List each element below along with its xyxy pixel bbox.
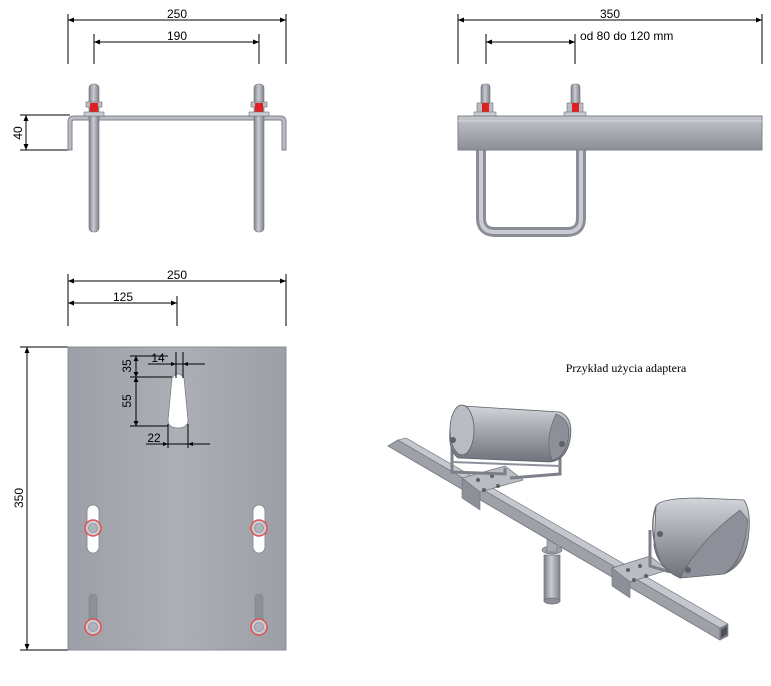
dim-front-bolt-spacing-label: 190 — [167, 29, 187, 43]
left-adapter-plate — [461, 465, 524, 511]
dim-side-length-label: 350 — [600, 7, 620, 21]
plate-view: 250 125 350 — [12, 268, 287, 651]
dim-plate-width — [67, 274, 287, 326]
dim-side-bolt-range — [485, 34, 576, 64]
side-right-nut — [572, 103, 579, 113]
dim-slot-top-label: 35 — [120, 359, 134, 373]
dim-slot-bottom-width-label: 22 — [147, 431, 161, 445]
dim-front-height-label: 40 — [11, 126, 25, 140]
dim-plate-width-label: 250 — [167, 268, 187, 282]
usage-example: Przykład użycia adaptera — [387, 361, 750, 641]
side-bar — [457, 115, 763, 151]
plate-bolt-lower-left — [84, 593, 102, 636]
front-right-bolt — [248, 83, 270, 233]
dim-slot-length-label: 55 — [120, 394, 134, 408]
support-pole — [541, 537, 563, 605]
front-left-nut — [90, 103, 98, 113]
usage-example-caption: Przykład użycia adaptera — [566, 361, 687, 375]
dim-side-bolt-range-label: od 80 do 120 mm — [580, 29, 673, 43]
dim-side-length — [457, 14, 763, 64]
dim-slot-top-width-label: 14 — [151, 351, 165, 365]
dim-front-outer-width-label: 250 — [167, 7, 187, 21]
dim-plate-half-width — [68, 296, 178, 326]
left-floodlight — [449, 404, 572, 480]
side-left-nut — [482, 103, 489, 113]
plate-bolt-upper-left — [84, 504, 102, 554]
front-left-bolt — [83, 83, 105, 233]
u-bolt — [476, 140, 586, 237]
dim-plate-half-width-label: 125 — [113, 290, 133, 304]
dim-front-bolt-spacing — [93, 34, 260, 64]
dim-front-height — [20, 114, 70, 151]
right-adapter-plate — [611, 555, 669, 599]
front-right-nut — [255, 103, 263, 113]
channel-profile — [67, 115, 287, 151]
side-view: 350 od 80 do 120 mm — [457, 7, 763, 237]
dim-front-outer-width — [67, 14, 287, 64]
dim-plate-height — [20, 346, 68, 651]
dim-plate-height-label: 350 — [12, 488, 26, 508]
dim-slot — [130, 352, 210, 448]
front-view: 250 190 40 — [11, 7, 287, 233]
keyhole-slot — [167, 373, 189, 429]
right-floodlight — [648, 497, 750, 579]
plate-bolt-upper-right — [250, 504, 268, 554]
plate-bolt-lower-right — [250, 593, 268, 636]
